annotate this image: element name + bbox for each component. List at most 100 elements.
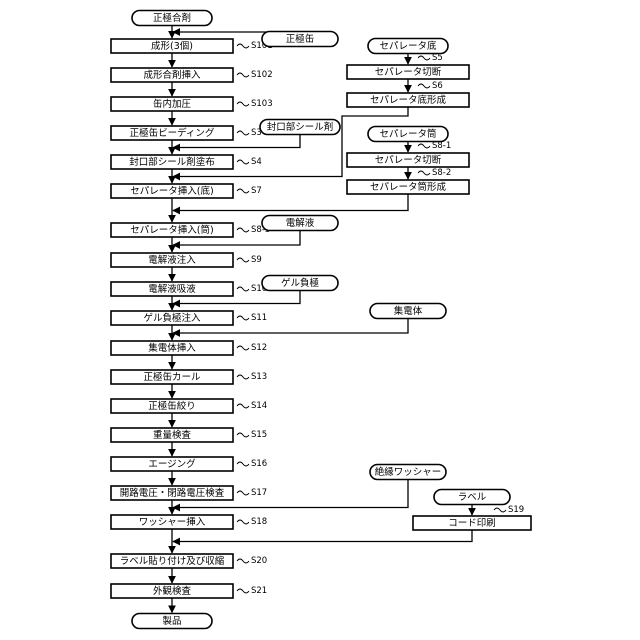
step-tag-S3: S3 [237,128,262,138]
step-tag-S103-text: S103 [251,99,273,109]
input-washer-label: 絶縁ワッシャー [375,466,442,478]
input-collector-label: 集電体 [394,305,423,317]
main-step-5: 正極缶ビーディング [111,126,233,140]
main-step-16-label: エージング [148,458,196,470]
separator-tube-source: セパレータ筒 [368,127,448,142]
main-step-13-label: 正極缶カール [143,371,201,383]
main-step-14: 正極缶絞り [111,399,233,413]
main-step-12: 集電体挿入 [111,341,233,355]
main-step-18-label: ワッシャー挿入 [139,516,206,528]
step-tag-S17-text: S17 [251,488,267,498]
step-tag-S15: S15 [237,430,267,440]
step-tag-S6-text: S6 [432,81,443,91]
step-tag-S9-text: S9 [251,255,262,265]
main-step-11: ゲル負極注入 [111,311,233,325]
separator-tube-cut-label: セパレータ切断 [375,154,442,166]
step-tag-S15-text: S15 [251,430,267,440]
step-tag-S13: S13 [237,372,267,382]
main-step-10: 電解液吸液 [111,282,233,296]
main-step-8: セパレータ挿入(筒) [111,223,233,237]
step-tag-S8-2-text: S8-2 [432,168,451,178]
step-tag-S17: S17 [237,488,267,498]
main-step-6-label: 封口部シール剤塗布 [129,156,215,168]
main-step-4-label: 缶内加圧 [153,98,192,110]
main-step-13: 正極缶カール [111,370,233,384]
step-tag-S9: S9 [237,255,262,265]
step-tag-S21: S21 [237,586,267,596]
separator-tube-form: セパレータ筒形成 [347,180,469,194]
main-step-10-label: 電解液吸液 [148,283,196,295]
main-step-11-label: ゲル負極注入 [143,312,201,324]
separator-bottom-cut-label: セパレータ切断 [375,66,442,78]
step-tag-S8-1-text: S8-1 [432,141,451,151]
step-tag-S11-text: S11 [251,313,267,323]
separator-tube-source-label: セパレータ筒 [379,128,436,140]
step-tag-S12: S12 [237,343,267,353]
main-step-14-label: 正極缶絞り [148,400,196,412]
flow-nodes: 正極合剤成形(3個)S101成形合剤挿入S102缶内加圧S103正極缶ビーディン… [111,11,531,629]
step-tag-S16: S16 [237,459,267,469]
step-tag-S13-text: S13 [251,372,267,382]
input-gel_anode: ゲル負極 [262,276,338,291]
main-step-7-label: セパレータ挿入(底) [130,185,213,197]
step-tag-S18: S18 [237,517,267,527]
main-step-9-label: 電解液注入 [148,254,196,266]
input-washer: 絶縁ワッシャー [370,465,446,480]
main-step-1: 正極合剤 [132,11,212,26]
label-code-print: コード印刷 [413,516,531,530]
main-step-3: 成形合剤挿入 [111,68,233,82]
input-sealant: 封口部シール剤 [260,120,340,135]
step-tag-S4-text: S4 [251,157,262,167]
main-step-5-label: 正極缶ビーディング [130,127,215,139]
separator-tube-form-label: セパレータ筒形成 [370,181,447,193]
label-code-print-label: コード印刷 [448,517,496,529]
main-step-19-label: ラベル貼り付け及び収縮 [120,555,225,567]
main-step-17-label: 開路電圧・閉路電圧検査 [120,487,225,499]
input-can: 正極缶 [262,32,338,47]
step-tag-S20: S20 [237,556,267,566]
step-tag-S16-text: S16 [251,459,267,469]
separator-bottom-form-label: セパレータ底形成 [370,94,447,106]
main-step-16: エージング [111,457,233,471]
main-step-2: 成形(3個) [111,39,233,53]
main-step-21-label: 製品 [162,615,181,627]
step-tag-S20-text: S20 [251,556,267,566]
step-tag-S102: S102 [237,70,273,80]
step-tag-S8-1: S8-1 [418,141,451,151]
main-step-20: 外観検査 [111,584,233,598]
main-step-21: 製品 [132,614,212,629]
separator-bottom-source: セパレータ底 [368,39,448,54]
step-tag-S18-text: S18 [251,517,267,527]
step-tag-S6: S6 [418,81,443,91]
main-step-7: セパレータ挿入(底) [111,184,233,198]
separator-bottom-form: セパレータ底形成 [347,93,469,107]
step-tag-S14: S14 [237,401,267,411]
step-tag-S12-text: S12 [251,343,267,353]
step-tag-S19-text: S19 [508,505,524,515]
step-tag-S5-text: S5 [432,53,443,63]
main-step-19: ラベル貼り付け及び収縮 [111,554,233,568]
step-tag-S11: S11 [237,313,267,323]
main-step-15-label: 重量検査 [153,429,192,441]
separator-bottom-source-label: セパレータ底 [379,40,437,52]
label-source: ラベル [434,490,510,505]
main-step-2-label: 成形(3個) [151,40,193,52]
main-step-20-label: 外観検査 [153,585,192,597]
step-tag-S103: S103 [237,99,273,109]
input-collector: 集電体 [370,304,446,319]
input-can-label: 正極缶 [286,33,315,45]
input-electrolyte: 電解液 [262,216,338,231]
separator-bottom-cut: セパレータ切断 [347,65,469,79]
main-step-4: 缶内加圧 [111,97,233,111]
main-step-6: 封口部シール剤塗布 [111,155,233,169]
step-tag-S19: S19 [494,505,524,515]
main-step-8-label: セパレータ挿入(筒) [130,224,213,236]
separator-tube-cut: セパレータ切断 [347,153,469,167]
main-step-12-label: 集電体挿入 [148,342,196,354]
main-step-1-label: 正極合剤 [153,12,191,24]
main-step-9: 電解液注入 [111,253,233,267]
step-tag-S21-text: S21 [251,586,267,596]
main-step-15: 重量検査 [111,428,233,442]
step-tag-S7: S7 [237,186,262,196]
